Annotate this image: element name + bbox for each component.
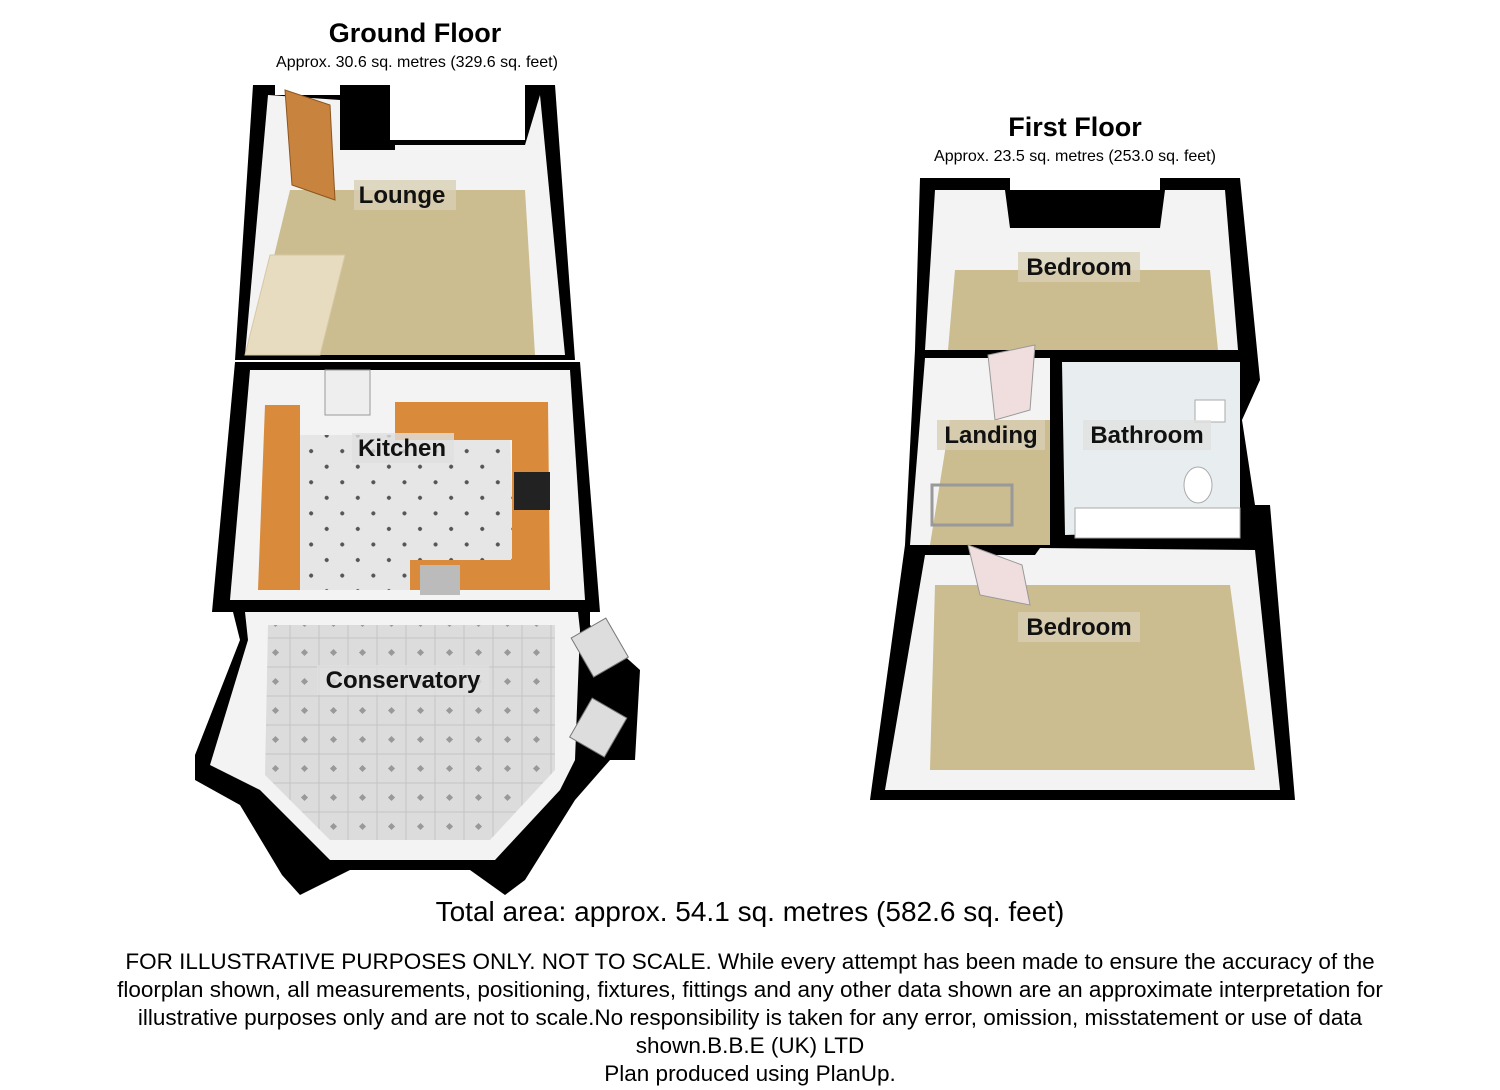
room-label-bedroom-2: Bedroom (1026, 614, 1131, 641)
ground-floor-area: Approx. 30.6 sq. metres (329.6 sq. feet) (276, 54, 558, 71)
bedroom2-door (967, 544, 1031, 606)
disclaimer-line: floorplan shown, all measurements, posit… (117, 977, 1383, 1002)
kitchen-floor (298, 435, 515, 590)
conservatory-floor (265, 625, 555, 840)
room-label-landing: Landing (944, 422, 1037, 449)
bathtub (1074, 507, 1241, 539)
room-label-lounge: Lounge (359, 182, 446, 209)
total-area: Total area: approx. 54.1 sq. metres (582… (435, 896, 1065, 927)
disclaimer: FOR ILLUSTRATIVE PURPOSES ONLY. NOT TO S… (40, 948, 1460, 1088)
first-floor-title: First Floor (1008, 112, 1142, 142)
worktop-left (258, 405, 300, 590)
ground-floor-plan: Lounge Kitchen Conservatory (195, 85, 640, 895)
first-floor-plan: Bedroom Landing Bathroom Bedroom (870, 178, 1295, 800)
disclaimer-line: shown.B.B.E (UK) LTD (635, 1033, 865, 1058)
basin (1194, 399, 1226, 423)
label-backdrop (352, 433, 454, 463)
kitchen-door (324, 369, 371, 416)
room-label-bathroom: Bathroom (1090, 422, 1203, 449)
landing-floor (930, 420, 1050, 545)
label-backdrop (1018, 252, 1140, 282)
stairs (244, 254, 346, 356)
front-door (284, 89, 336, 201)
conservatory-door (570, 617, 630, 678)
room-label-conservatory: Conservatory (326, 667, 481, 694)
bedroom1-floor (948, 270, 1218, 350)
bedroom2-floor (930, 585, 1255, 770)
label-backdrop (354, 180, 456, 210)
disclaimer-line: illustrative purposes only and are not t… (137, 1005, 1363, 1030)
landing-door (987, 344, 1036, 421)
first-floor-area: Approx. 23.5 sq. metres (253.0 sq. feet) (934, 148, 1216, 165)
room-label-bedroom-1: Bedroom (1026, 254, 1131, 281)
stair-rail (930, 483, 1014, 527)
hob (514, 472, 550, 510)
label-backdrop (937, 420, 1045, 450)
sink (420, 565, 460, 595)
label-backdrop (1083, 420, 1211, 450)
plan-credit: Plan produced using PlanUp. (604, 1061, 896, 1086)
disclaimer-line: FOR ILLUSTRATIVE PURPOSES ONLY. NOT TO S… (125, 949, 1375, 974)
label-backdrop (317, 665, 489, 695)
room-label-kitchen: Kitchen (358, 435, 446, 462)
label-backdrop (1018, 612, 1140, 642)
toilet (1183, 466, 1213, 504)
conservatory-side-door (568, 697, 628, 758)
ground-floor-title: Ground Floor (328, 18, 502, 48)
